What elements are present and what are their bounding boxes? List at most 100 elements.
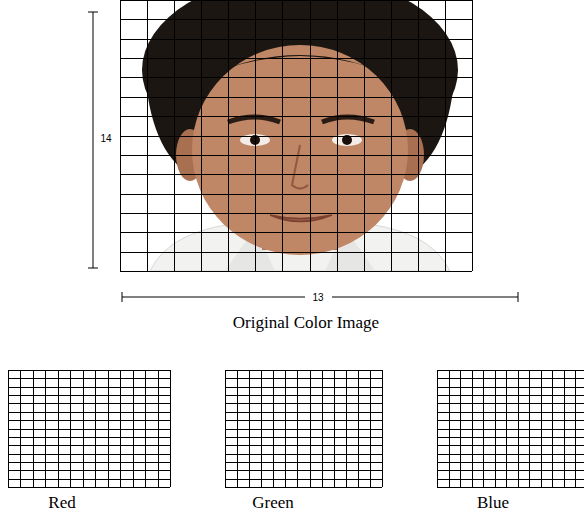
grid-line	[437, 487, 584, 488]
dimension-tick	[88, 268, 98, 269]
grid-line	[437, 403, 584, 404]
grid-line	[174, 0, 175, 271]
grid-line	[120, 39, 472, 40]
grid-line	[225, 470, 382, 471]
grid-line	[120, 232, 472, 233]
grid-line	[120, 213, 472, 214]
nose	[292, 145, 308, 189]
grid-line	[472, 0, 473, 271]
grid-line	[225, 387, 382, 388]
grid-line	[225, 412, 382, 413]
grid-line	[8, 429, 170, 430]
grid-line	[228, 0, 229, 271]
grid-line	[120, 0, 121, 271]
dimension-label: 14	[98, 133, 113, 144]
grid-line	[8, 437, 170, 438]
grid-line	[120, 194, 472, 195]
grid-line	[391, 0, 392, 271]
grid-line	[225, 420, 382, 421]
grid-line	[282, 0, 283, 271]
grid-line	[364, 0, 365, 271]
eyebrow	[322, 117, 374, 122]
grid-line	[120, 97, 472, 98]
grid-line	[8, 370, 170, 371]
grid-line	[225, 479, 382, 480]
channel-label: Red	[48, 494, 75, 513]
grid-line	[225, 429, 382, 430]
grid-line	[310, 0, 311, 271]
grid-line	[225, 395, 382, 396]
grid-line	[8, 470, 170, 471]
dimension-tick	[122, 292, 123, 302]
grid-line	[8, 462, 170, 463]
grid-line	[437, 395, 584, 396]
grid-line	[255, 0, 256, 271]
grid-line	[437, 387, 584, 388]
grid-line	[437, 420, 584, 421]
grid-line	[225, 403, 382, 404]
channel-label: Green	[252, 494, 294, 513]
mouth	[270, 215, 332, 222]
grid-line	[201, 0, 202, 271]
grid-line	[437, 378, 584, 379]
grid-line	[437, 437, 584, 438]
grid-line	[225, 487, 382, 488]
dimension-lines	[88, 12, 518, 302]
grid-line	[437, 479, 584, 480]
grid-line	[437, 370, 584, 371]
grid-line	[8, 395, 170, 396]
channel-grids	[8, 370, 584, 488]
grid-line	[120, 116, 472, 117]
grid-line	[337, 0, 338, 271]
grid-line	[225, 370, 382, 371]
grid-line	[120, 174, 472, 175]
face-photo	[120, 0, 472, 271]
grid-line	[8, 387, 170, 388]
grid-line	[437, 429, 584, 430]
grid-line	[120, 0, 472, 1]
dimension-label: 13	[310, 292, 325, 303]
grid-line	[225, 454, 382, 455]
dimension-tick	[518, 292, 519, 302]
grid-line	[437, 445, 584, 446]
grid-line	[120, 271, 472, 272]
dimension-tick	[88, 12, 98, 13]
grid-line	[120, 77, 472, 78]
eyebrow	[228, 117, 280, 122]
pixel-grid	[120, 0, 473, 272]
grid-line	[120, 136, 472, 137]
grid-line	[147, 0, 148, 271]
grid-line	[445, 0, 446, 271]
eye	[332, 134, 362, 146]
grid-line	[120, 252, 472, 253]
dimension-line	[93, 12, 94, 268]
grid-line	[120, 58, 472, 59]
grid-line	[120, 19, 472, 20]
grid-line	[8, 479, 170, 480]
grid-line	[120, 155, 472, 156]
grid-line	[8, 487, 170, 488]
grid-line	[225, 445, 382, 446]
grid-line	[225, 378, 382, 379]
grid-line	[437, 470, 584, 471]
grid-line	[170, 370, 171, 487]
grid-line	[8, 420, 170, 421]
grid-line	[225, 462, 382, 463]
grid-line	[8, 403, 170, 404]
image-caption: Original Color Image	[233, 314, 379, 333]
channel-label: Blue	[477, 494, 509, 513]
grid-line	[437, 412, 584, 413]
grid-line	[225, 437, 382, 438]
dimension-line	[332, 297, 518, 298]
grid-line	[382, 370, 383, 487]
grid-line	[8, 454, 170, 455]
grid-line	[418, 0, 419, 271]
grid-line	[8, 378, 170, 379]
grid-line	[8, 412, 170, 413]
face	[192, 45, 408, 255]
grid-line	[8, 445, 170, 446]
grid-line	[437, 454, 584, 455]
dimension-line	[122, 297, 305, 298]
grid-line	[437, 462, 584, 463]
